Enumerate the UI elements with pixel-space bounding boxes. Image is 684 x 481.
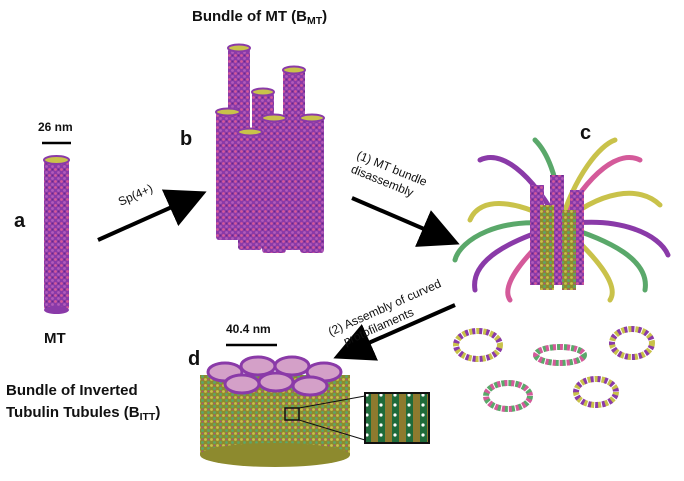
scale-label-bitt: 40.4 nm <box>226 322 271 336</box>
scale-label-mt: 26 nm <box>38 120 73 134</box>
bitt-close: ) <box>155 404 161 421</box>
bitt-line2-wrap: Tubulin Tubules (BITT) <box>6 402 160 425</box>
arrow-a-to-b <box>97 189 207 242</box>
bitt-sub: ITT <box>139 411 156 423</box>
mt-disassembly <box>452 137 671 303</box>
bitt-bundle <box>200 355 366 467</box>
bitt-line2: Tubulin Tubules (B <box>6 404 140 421</box>
panel-label-c: c <box>580 122 592 144</box>
protofilament-rings <box>453 326 655 412</box>
arrow-b-to-c <box>351 196 460 247</box>
bmt-title-close: ) <box>322 8 328 25</box>
panel-label-b: b <box>180 128 193 150</box>
zoom-inset <box>364 392 430 444</box>
panel-label-a: a <box>14 210 26 232</box>
arrow-c-to-d <box>333 303 456 361</box>
panel-label-d: d <box>188 348 201 370</box>
bmt-title-sub: MT <box>306 15 323 27</box>
mt-label: MT <box>44 330 66 347</box>
bitt-line1: Bundle of Inverted <box>6 382 138 399</box>
bmt-title-text: Bundle of MT (B <box>192 8 307 25</box>
bmt-title: Bundle of MT (BMT) <box>192 8 328 27</box>
mt-single <box>43 155 70 314</box>
bitt-title: Bundle of Inverted Tubulin Tubules (BITT… <box>6 380 160 425</box>
mt-bundle <box>215 43 325 253</box>
